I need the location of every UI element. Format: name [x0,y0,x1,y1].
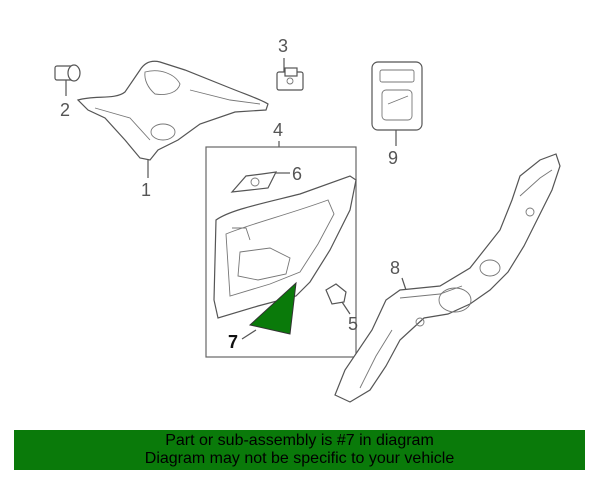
callout-1: 1 [141,180,151,200]
part-5-fastener [325,283,351,315]
part-6-clip [230,171,290,193]
leader-8 [401,277,407,291]
part-3-bracket [276,67,304,91]
part-1-quarter-trim [76,60,269,178]
banner-line-2: Diagram may not be specific to your vehi… [144,450,455,467]
callout-4: 4 [273,120,283,140]
callout-2: 2 [60,100,70,120]
callout-8: 8 [390,258,400,278]
callout-5: 5 [348,314,358,334]
callout-6: 6 [292,164,302,184]
part-9-handle [371,61,423,146]
part-2-clip [54,64,81,96]
callout-9: 9 [388,148,398,168]
callout-7: 7 [228,332,238,352]
banner-line-1: Part or sub-assembly is #7 in diagram [165,432,434,449]
info-banner: Part or sub-assembly is #7 in diagram Di… [14,430,585,470]
part-7-highlighted [248,281,297,335]
callout-3: 3 [278,36,288,56]
leader-7 [241,329,257,340]
part-8-inner-panel [334,153,561,403]
parts-diagram: 2 1 3 9 4 6 7 [54,36,561,403]
